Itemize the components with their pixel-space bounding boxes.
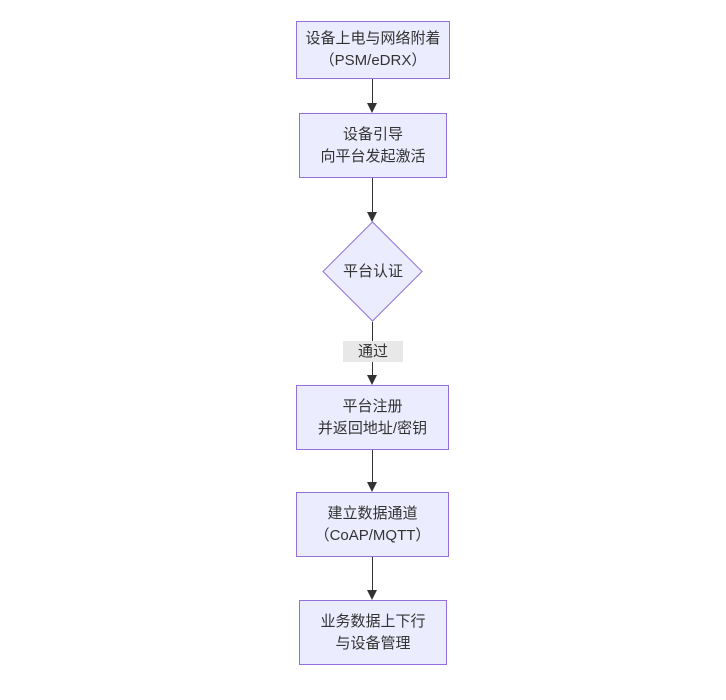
node-text-line: 业务数据上下行 (320, 612, 426, 630)
arrowhead-down-icon (367, 590, 377, 600)
node-text-line: 向平台发起激活 (320, 147, 426, 165)
edge-register-to-channel (372, 450, 373, 482)
edge-bootstrap-to-auth (372, 178, 373, 212)
flow-node-bootstrap: 设备引导 向平台发起激活 (299, 113, 447, 178)
node-text-line: （PSM/eDRX） (319, 52, 427, 69)
node-text-line: 与设备管理 (335, 634, 411, 652)
flow-node-register: 平台注册 并返回地址/密钥 (296, 385, 449, 450)
flow-node-business: 业务数据上下行 与设备管理 (299, 600, 447, 665)
edge-label-pass: 通过 (343, 341, 403, 362)
arrowhead-down-icon (367, 375, 377, 385)
edge-power-attach-to-bootstrap (372, 79, 373, 104)
node-text-line: 建立数据通道 (327, 504, 418, 522)
arrowhead-down-icon (367, 103, 377, 113)
flow-node-power-attach: 设备上电与网络附着 （PSM/eDRX） (296, 21, 450, 79)
node-text-line: （CoAP/MQTT） (314, 526, 431, 544)
node-text-line: 并返回地址/密钥 (317, 419, 428, 437)
edge-channel-to-business (372, 557, 373, 590)
node-text-line: 平台注册 (342, 397, 403, 415)
node-text-line: 设备引导 (342, 125, 403, 143)
arrowhead-down-icon (367, 482, 377, 492)
flow-node-auth-decision-label: 平台认证 (342, 263, 403, 280)
arrowhead-down-icon (367, 212, 377, 222)
node-text-line: 设备上电与网络附着 (305, 30, 441, 47)
flow-node-data-channel: 建立数据通道 （CoAP/MQTT） (296, 492, 449, 557)
